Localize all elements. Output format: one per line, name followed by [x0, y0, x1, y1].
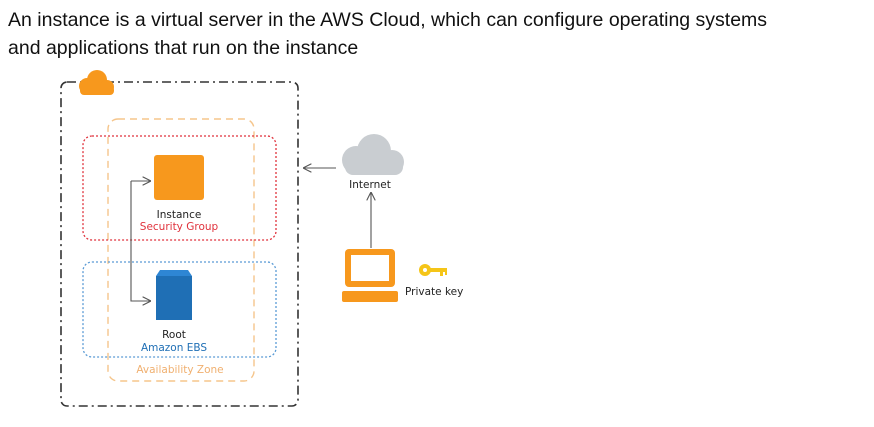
- instance-label: Instance: [157, 209, 202, 221]
- security-group-boundary: [82, 135, 277, 241]
- private-key-label: Private key: [405, 286, 463, 298]
- key-icon: [419, 264, 447, 276]
- ebs-connector: [130, 181, 150, 301]
- heading: An instance is a virtual server in the A…: [8, 6, 868, 62]
- heading-line-2: and applications that run on the instanc…: [8, 37, 359, 59]
- root-label: Root: [162, 329, 186, 341]
- heading-line-1: An instance is a virtual server in the A…: [8, 9, 768, 31]
- availability-zone-boundary: [107, 118, 255, 382]
- ebs-volume-icon: [156, 270, 192, 320]
- internet-cloud-icon: [342, 134, 404, 175]
- ebs-label: Amazon EBS: [141, 342, 207, 354]
- client-computer-icon: [342, 249, 398, 302]
- instance-icon: [154, 155, 204, 200]
- availability-zone-label: Availability Zone: [136, 364, 223, 376]
- aws-cloud-icon: [79, 70, 114, 95]
- aws-cloud-boundary: [60, 81, 299, 407]
- security-group-label: Security Group: [140, 221, 219, 233]
- internet-label: Internet: [349, 179, 391, 191]
